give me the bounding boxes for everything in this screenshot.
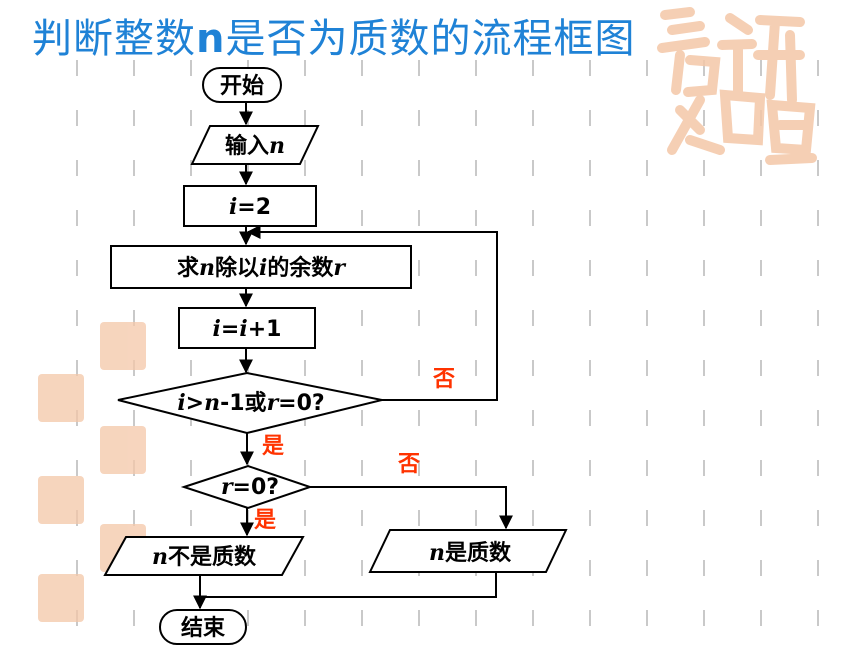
decision-loop-label: i>n-1或r=0?: [177, 390, 324, 416]
init-label: i=2: [229, 194, 271, 220]
init-box: [183, 185, 317, 227]
output-not-prime-box: [103, 536, 305, 576]
decision-remainder-yes-label: 是: [254, 508, 276, 533]
start-label: 开始: [220, 73, 264, 99]
decision-loop-yes-label: 是: [262, 434, 284, 459]
compute-remainder-box: [110, 245, 412, 289]
connector: [310, 486, 513, 530]
loop-back-connector: [246, 225, 498, 401]
seal-stamp-icon: [38, 322, 146, 622]
decision-remainder-no-label: 否: [397, 452, 420, 477]
increment-label: i=i+1: [213, 316, 282, 342]
end-terminal: [159, 609, 247, 645]
page-title: 判断整数n是否为质数的流程框图: [32, 16, 636, 62]
output-prime-label: n是质数: [429, 540, 512, 566]
output-not-prime-label: n不是质数: [152, 544, 257, 570]
decision-remainder-label: r=0?: [221, 474, 279, 500]
increment-box: [178, 307, 316, 349]
output-prime-box: [368, 529, 568, 573]
input-box: [190, 125, 320, 165]
compute-label: 求n除以i的余数r: [177, 255, 346, 281]
connector: [201, 572, 497, 598]
input-label: 输入n: [225, 133, 285, 159]
end-label: 结束: [181, 615, 226, 641]
seal-stamp-icon: [657, 7, 817, 165]
start-terminal: [202, 67, 282, 103]
decision-loop-no-label: 否: [432, 367, 455, 392]
